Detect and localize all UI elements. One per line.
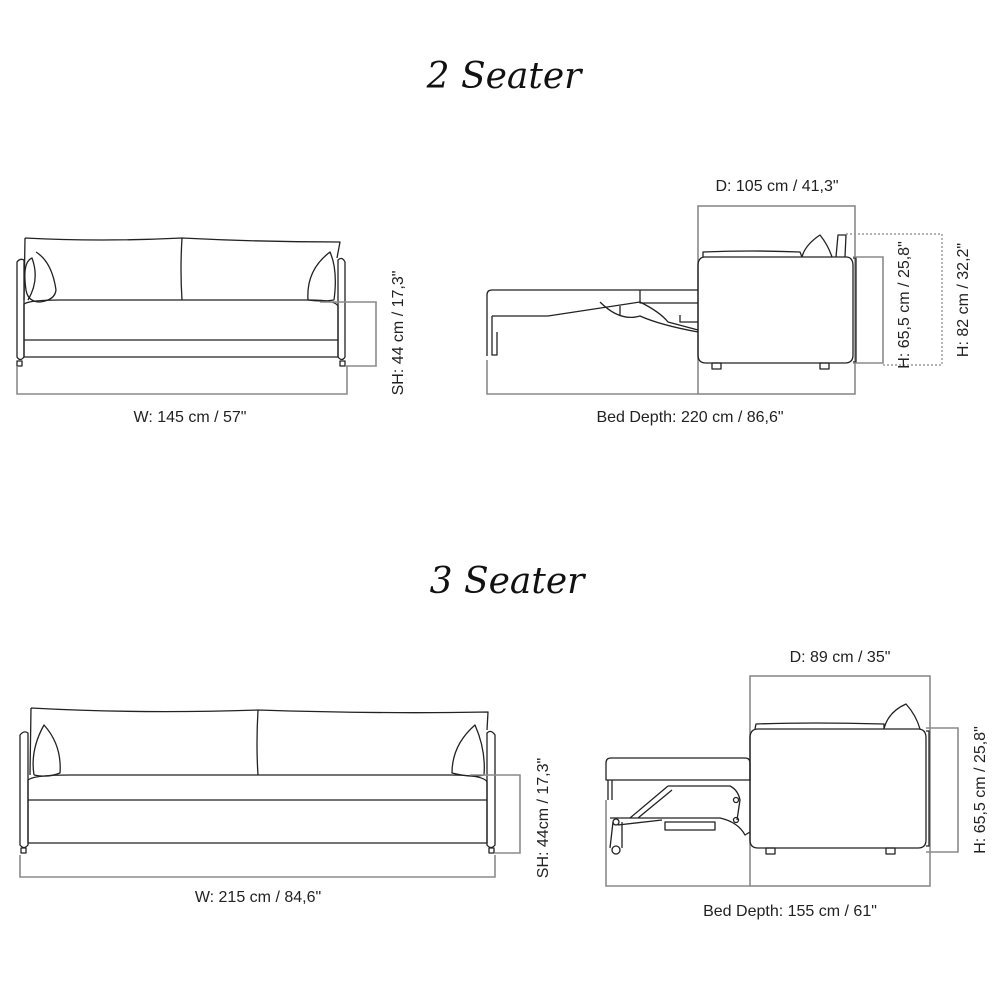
two-seater-front-view <box>16 237 377 395</box>
three-seater-height-label: H: 65,5 cm / 25,8" <box>972 726 989 854</box>
three-seater-seat-height-label: SH: 44cm / 17,3" <box>535 758 552 878</box>
two-seater-title: 2 Seater <box>426 56 584 97</box>
two-seater-height-label: H: 65,5 cm / 25,8" <box>896 241 913 369</box>
two-seater-bed-depth-label: Bed Depth: 220 cm / 86,6" <box>596 409 783 426</box>
two-seater-total-height-label: H: 82 cm / 32,2" <box>955 243 972 357</box>
two-seater-depth-label: D: 105 cm / 41,3" <box>715 178 838 195</box>
three-seater-side-view <box>605 675 959 887</box>
three-seater-title: 3 Seater <box>430 561 587 602</box>
two-seater-side-view <box>486 205 943 395</box>
three-seater-depth-label: D: 89 cm / 35" <box>790 649 891 666</box>
three-seater-width-label: W: 215 cm / 84,6" <box>195 889 321 906</box>
two-seater-width-label: W: 145 cm / 57" <box>134 409 247 426</box>
three-seater-front-view <box>19 707 521 878</box>
two-seater-seat-height-label: SH: 44 cm / 17,3" <box>390 271 407 396</box>
three-seater-bed-depth-label: Bed Depth: 155 cm / 61" <box>703 903 877 920</box>
